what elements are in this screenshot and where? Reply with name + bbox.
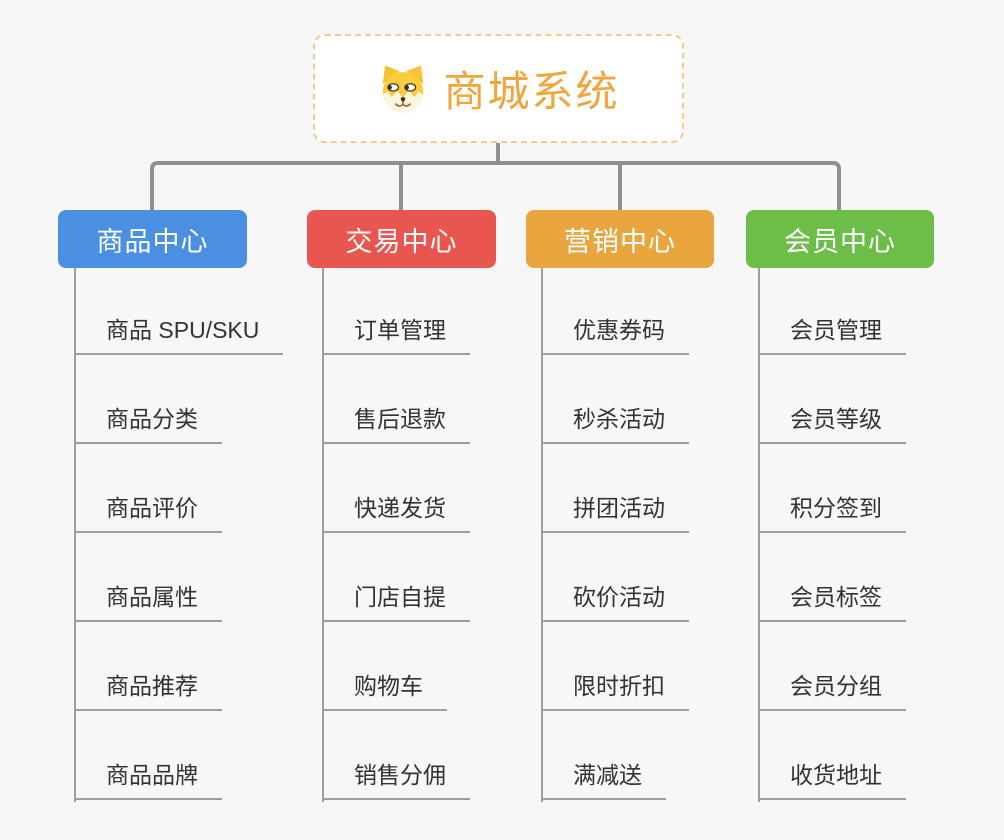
branch-children-column-product: 商品 SPU/SKU 商品分类商品评价商品属性商品推荐商品品牌 — [74, 268, 304, 802]
branch-children-column-marketing: 优惠券码秒杀活动拼团活动砍价活动限时折扣满减送 — [541, 268, 771, 802]
shiba-dog-icon — [383, 64, 424, 113]
leaf-node[interactable]: 快递发货 — [322, 493, 470, 533]
leaf-node[interactable]: 优惠券码 — [541, 315, 689, 355]
leaf-node[interactable]: 拼团活动 — [541, 493, 689, 533]
branch-bracket-line — [150, 161, 841, 210]
leaf-node[interactable]: 商品品牌 — [74, 760, 222, 800]
leaf-node[interactable]: 收货地址 — [758, 760, 906, 800]
branch-children-column-member: 会员管理会员等级积分签到会员标签会员分组收货地址 — [758, 268, 988, 802]
root-node[interactable]: 商城系统 — [313, 34, 684, 143]
branch-label: 营销中心 — [564, 226, 676, 257]
branch-node-member-center[interactable]: 会员中心 — [746, 210, 934, 268]
leaf-node[interactable]: 砍价活动 — [541, 582, 689, 622]
leaf-node[interactable]: 售后退款 — [322, 404, 470, 444]
root-title: 商城系统 — [443, 68, 620, 115]
branch-label: 交易中心 — [345, 226, 458, 257]
branch-label: 商品中心 — [96, 226, 209, 257]
leaf-node[interactable]: 会员标签 — [758, 582, 906, 622]
leaf-node[interactable]: 购物车 — [322, 671, 447, 711]
branch-label: 会员中心 — [784, 226, 896, 257]
leaf-node[interactable]: 会员等级 — [758, 404, 906, 444]
leaf-node[interactable]: 商品分类 — [74, 404, 222, 444]
leaf-node[interactable]: 满减送 — [541, 760, 666, 800]
branch-node-marketing-center[interactable]: 营销中心 — [526, 210, 714, 268]
leaf-node[interactable]: 会员管理 — [758, 315, 906, 355]
leaf-node[interactable]: 商品 SPU/SKU — [74, 315, 284, 355]
branch-node-trade-center[interactable]: 交易中心 — [307, 210, 496, 268]
leaf-node[interactable]: 商品评价 — [74, 493, 222, 533]
leaf-node[interactable]: 限时折扣 — [541, 671, 689, 711]
leaf-node[interactable]: 订单管理 — [322, 315, 470, 355]
leaf-node[interactable]: 销售分佣 — [322, 760, 470, 800]
branch-children-column-trade: 订单管理售后退款快递发货门店自提购物车销售分佣 — [322, 268, 552, 802]
branch-node-product-center[interactable]: 商品中心 — [58, 210, 247, 268]
leaf-node[interactable]: 商品推荐 — [74, 671, 222, 711]
leaf-node[interactable]: 商品属性 — [74, 582, 222, 622]
leaf-node[interactable]: 积分签到 — [758, 493, 906, 533]
leaf-node[interactable]: 门店自提 — [322, 582, 470, 622]
leaf-node[interactable]: 会员分组 — [758, 671, 906, 711]
leaf-node[interactable]: 秒杀活动 — [541, 404, 689, 444]
